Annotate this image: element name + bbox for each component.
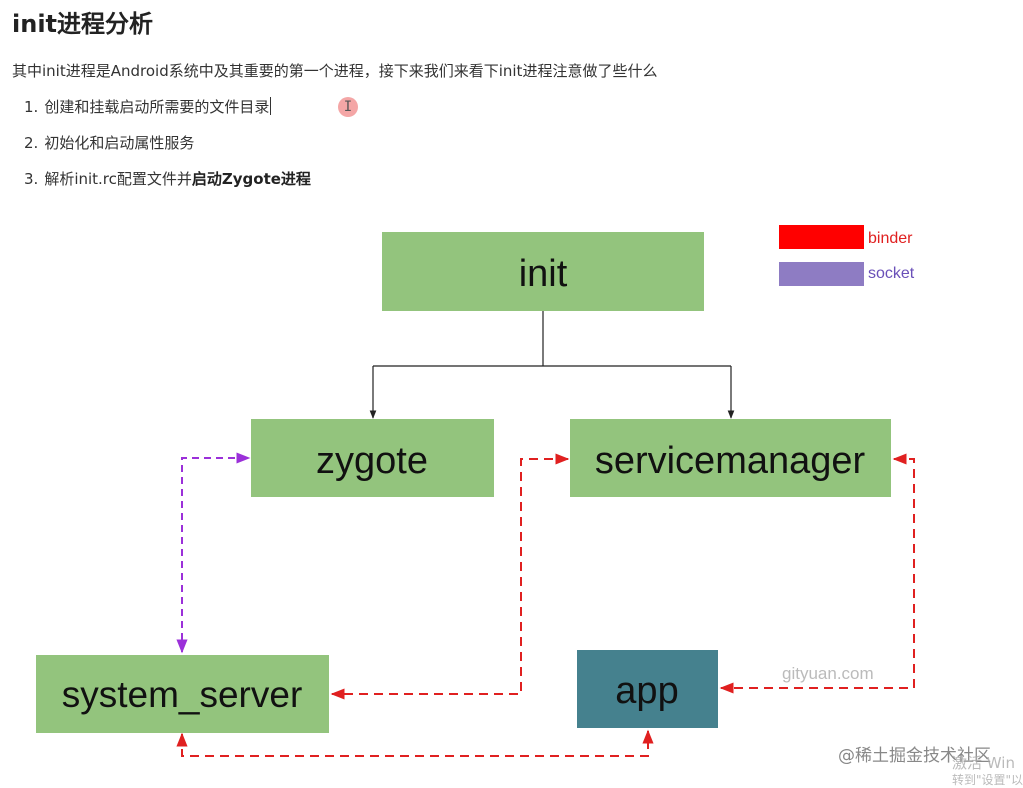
node-app-box — [577, 650, 718, 728]
page-title: init进程分析 — [12, 10, 154, 38]
activation-watermark-subtext: 转到"设置"以 — [952, 773, 1023, 787]
legend-socket-swatch — [779, 262, 864, 286]
node-init-box — [382, 232, 704, 311]
steps-list: 1. 创建和挂载启动所需要的文件目录 2. 初始化和启动属性服务 3. 解析init.… — [24, 97, 311, 205]
list-item-number: 3. — [24, 170, 39, 188]
list-item-number: 2. — [24, 134, 39, 152]
node-zygote: zygote — [251, 419, 494, 497]
list-item: 3. 解析init.rc配置文件并启动Zygote进程 — [24, 169, 311, 205]
list-item: 1. 创建和挂载启动所需要的文件目录 — [24, 97, 311, 133]
node-servicemanager-label: servicemanager — [595, 440, 866, 482]
binder-link-servicemanager-app — [719, 453, 915, 694]
list-item-bold-text: 启动Zygote进程 — [191, 170, 311, 188]
node-system-server-label: system_server — [62, 674, 303, 715]
binder-link-servicemanager-systemserver — [330, 453, 570, 700]
binder-link-systemserver-app — [176, 729, 654, 757]
node-init: init — [382, 232, 704, 311]
legend-binder-label: binder — [868, 230, 913, 247]
list-item-number: 1. — [24, 98, 39, 116]
list-item: 2. 初始化和启动属性服务 — [24, 133, 311, 169]
intro-paragraph: 其中init进程是Android系统中及其重要的第一个进程，接下来我们来看下in… — [12, 62, 658, 80]
node-servicemanager: servicemanager — [570, 419, 891, 497]
list-item-text: 解析init.rc配置文件并 — [44, 170, 192, 188]
legend-socket-label: socket — [868, 265, 915, 282]
list-item-text: 创建和挂载启动所需要的文件目录 — [44, 98, 270, 116]
brand-watermark: @稀土掘金技术社区 — [838, 746, 991, 766]
text-caret — [270, 97, 272, 115]
node-servicemanager-box — [570, 419, 891, 497]
socket-link-systemserver-zygote — [176, 452, 251, 654]
list-item-text: 初始化和启动属性服务 — [44, 134, 195, 152]
activation-watermark: 激活 Win — [952, 754, 1015, 772]
node-system-server-box — [36, 655, 329, 733]
init-connectors — [369, 311, 735, 419]
node-app-label: app — [615, 670, 678, 712]
node-app: app — [577, 650, 718, 728]
node-zygote-box — [251, 419, 494, 497]
legend-binder-swatch — [779, 225, 864, 249]
node-init-label: init — [519, 253, 568, 295]
site-watermark: gityuan.com — [782, 664, 874, 683]
node-zygote-label: zygote — [316, 440, 428, 482]
mouse-cursor-icon: I — [338, 97, 358, 117]
node-system-server: system_server — [36, 655, 329, 733]
